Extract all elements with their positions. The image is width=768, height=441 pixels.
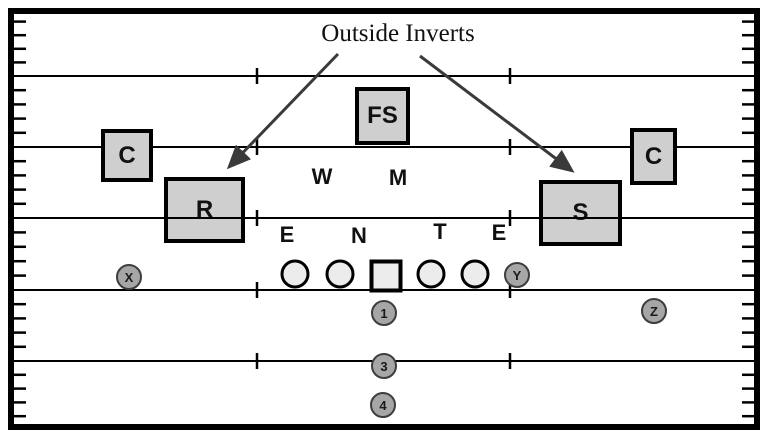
defender-letter-mike-linebacker: M xyxy=(388,165,408,190)
player-circle-1: 1 xyxy=(371,300,397,326)
play-title: Outside Inverts xyxy=(321,20,475,47)
defender-box-label-free-safety: FS xyxy=(367,102,398,129)
player-circle-4: 4 xyxy=(370,392,396,418)
defender-box-corner-right: C xyxy=(630,128,677,185)
center-square xyxy=(369,259,403,293)
defender-box-rover: R xyxy=(164,177,245,243)
defender-box-label-corner-right: C xyxy=(644,142,663,170)
player-circle-Y: Y xyxy=(504,262,530,288)
invert-arrow-left xyxy=(226,52,340,170)
defender-letter-will-linebacker: W xyxy=(311,164,333,189)
offensive-lineman-circle xyxy=(460,259,490,289)
offensive-lineman-circle xyxy=(325,259,355,289)
player-circle-Z: Z xyxy=(641,298,667,324)
defender-letter-nose-tackle: N xyxy=(351,223,367,248)
field-border xyxy=(8,8,760,430)
defender-letter-end-right: E xyxy=(491,220,507,245)
defender-box-label-corner-left: C xyxy=(118,141,136,169)
defender-box-strong-safety: S xyxy=(539,180,622,246)
offensive-lineman-circle xyxy=(280,259,310,289)
player-circle-3: 3 xyxy=(371,353,397,379)
defender-box-label-rover: R xyxy=(195,196,214,223)
defender-letter-end-left: E xyxy=(279,222,295,247)
yard-line-through-box xyxy=(168,217,241,219)
defender-box-free-safety: FS xyxy=(355,87,410,145)
invert-arrow-right xyxy=(419,54,575,173)
defender-box-corner-left: C xyxy=(101,129,153,182)
defender-letter-tackle: T xyxy=(433,219,447,244)
player-circle-X: X xyxy=(116,264,142,290)
yard-line-through-box xyxy=(543,217,618,219)
offensive-lineman-circle xyxy=(416,259,446,289)
defender-box-label-strong-safety: S xyxy=(572,199,589,226)
